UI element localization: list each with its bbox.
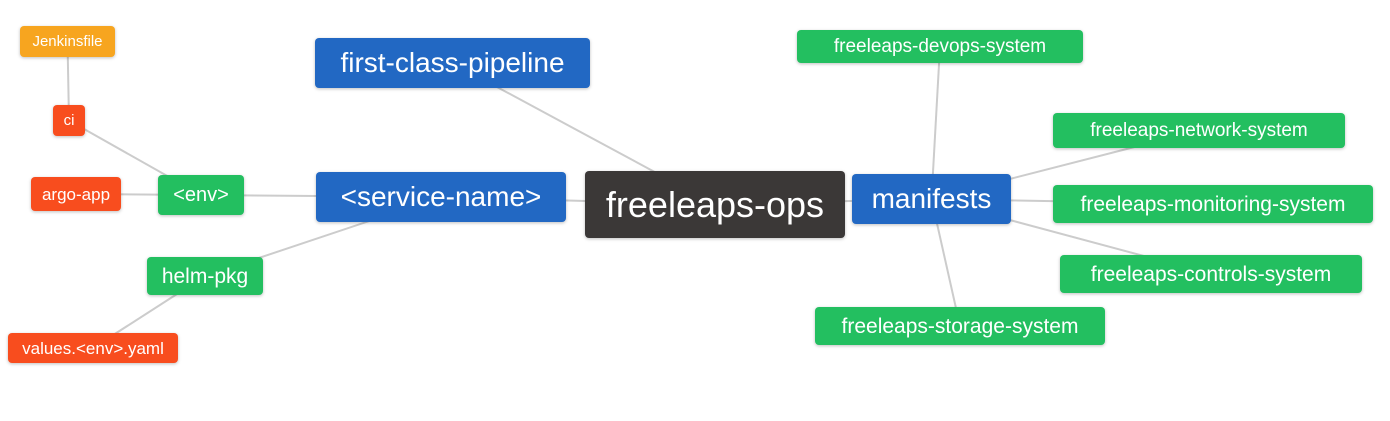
node-label: freeleaps-controls-system (1090, 262, 1332, 286)
node-label: <env> (173, 184, 229, 206)
node-label: freeleaps-network-system (1090, 120, 1308, 141)
node-label: freeleaps-storage-system (841, 314, 1079, 338)
node-label: first-class-pipeline (340, 47, 565, 78)
node-label: freeleaps-monitoring-system (1080, 192, 1346, 216)
node-label: argo-app (41, 184, 111, 204)
node-label: freeleaps-devops-system (833, 36, 1047, 57)
mindmap-node-service-name[interactable]: <service-name> (316, 172, 566, 222)
node-label: ci (63, 112, 75, 129)
mindmap-node-values-env-yaml[interactable]: values.<env>.yaml (8, 333, 178, 363)
mindmap-node-freeleaps-monitoring-system[interactable]: freeleaps-monitoring-system (1053, 185, 1373, 223)
node-label: <service-name> (340, 181, 542, 212)
mindmap-node-first-class-pipeline[interactable]: first-class-pipeline (315, 38, 590, 88)
mindmap-node-freeleaps-storage-system[interactable]: freeleaps-storage-system (815, 307, 1105, 345)
node-label: values.<env>.yaml (22, 338, 164, 358)
mindmap-node-freeleaps-network-system[interactable]: freeleaps-network-system (1053, 113, 1345, 148)
mindmap-node-freeleaps-ops[interactable]: freeleaps-ops (585, 171, 845, 238)
node-label: helm-pkg (161, 264, 249, 288)
mindmap-node-manifests[interactable]: manifests (852, 174, 1011, 224)
node-label: manifests (871, 183, 992, 214)
mindmap-node-ci[interactable]: ci (53, 105, 85, 136)
node-label: Jenkinsfile (32, 33, 103, 50)
mindmap-node-freeleaps-controls-system[interactable]: freeleaps-controls-system (1060, 255, 1362, 293)
mindmap-node-argo-app[interactable]: argo-app (31, 177, 121, 211)
node-label: freeleaps-ops (605, 183, 825, 225)
mindmap-node-jenkinsfile[interactable]: Jenkinsfile (20, 26, 115, 57)
edge-manifests-freeleaps-devops-system (930, 46, 941, 200)
mindmap-node-helm-pkg[interactable]: helm-pkg (147, 257, 263, 295)
mindmap-node-env[interactable]: <env> (158, 175, 244, 215)
mindmap-node-freeleaps-devops-system[interactable]: freeleaps-devops-system (797, 30, 1083, 63)
